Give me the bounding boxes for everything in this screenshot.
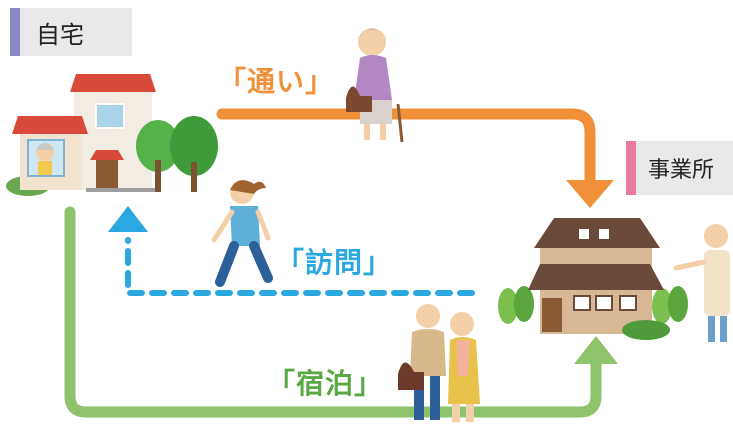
kayoi-label: 「通い」 xyxy=(218,65,335,98)
young-woman-running-illustration xyxy=(211,180,273,287)
shukuhaku-arrow xyxy=(64,206,618,418)
home-label: 自宅 xyxy=(10,8,132,56)
office-label-text: 事業所 xyxy=(648,158,715,183)
shukuhaku-label: 「宿泊」 xyxy=(267,367,384,400)
office-house-illustration xyxy=(498,218,688,340)
elderly-couple-illustration xyxy=(398,304,480,422)
office-marker xyxy=(626,141,636,195)
elderly-woman-walking-illustration xyxy=(346,28,404,143)
houmon-arrow xyxy=(108,206,475,296)
kayoi-arrow xyxy=(216,108,614,208)
home-marker xyxy=(10,8,20,56)
home-house-illustration xyxy=(6,74,218,196)
houmon-label: 「訪問」 xyxy=(276,246,393,279)
office-label: 事業所 xyxy=(626,141,733,195)
home-label-text: 自宅 xyxy=(36,20,84,49)
staff-woman-illustration xyxy=(673,224,730,342)
